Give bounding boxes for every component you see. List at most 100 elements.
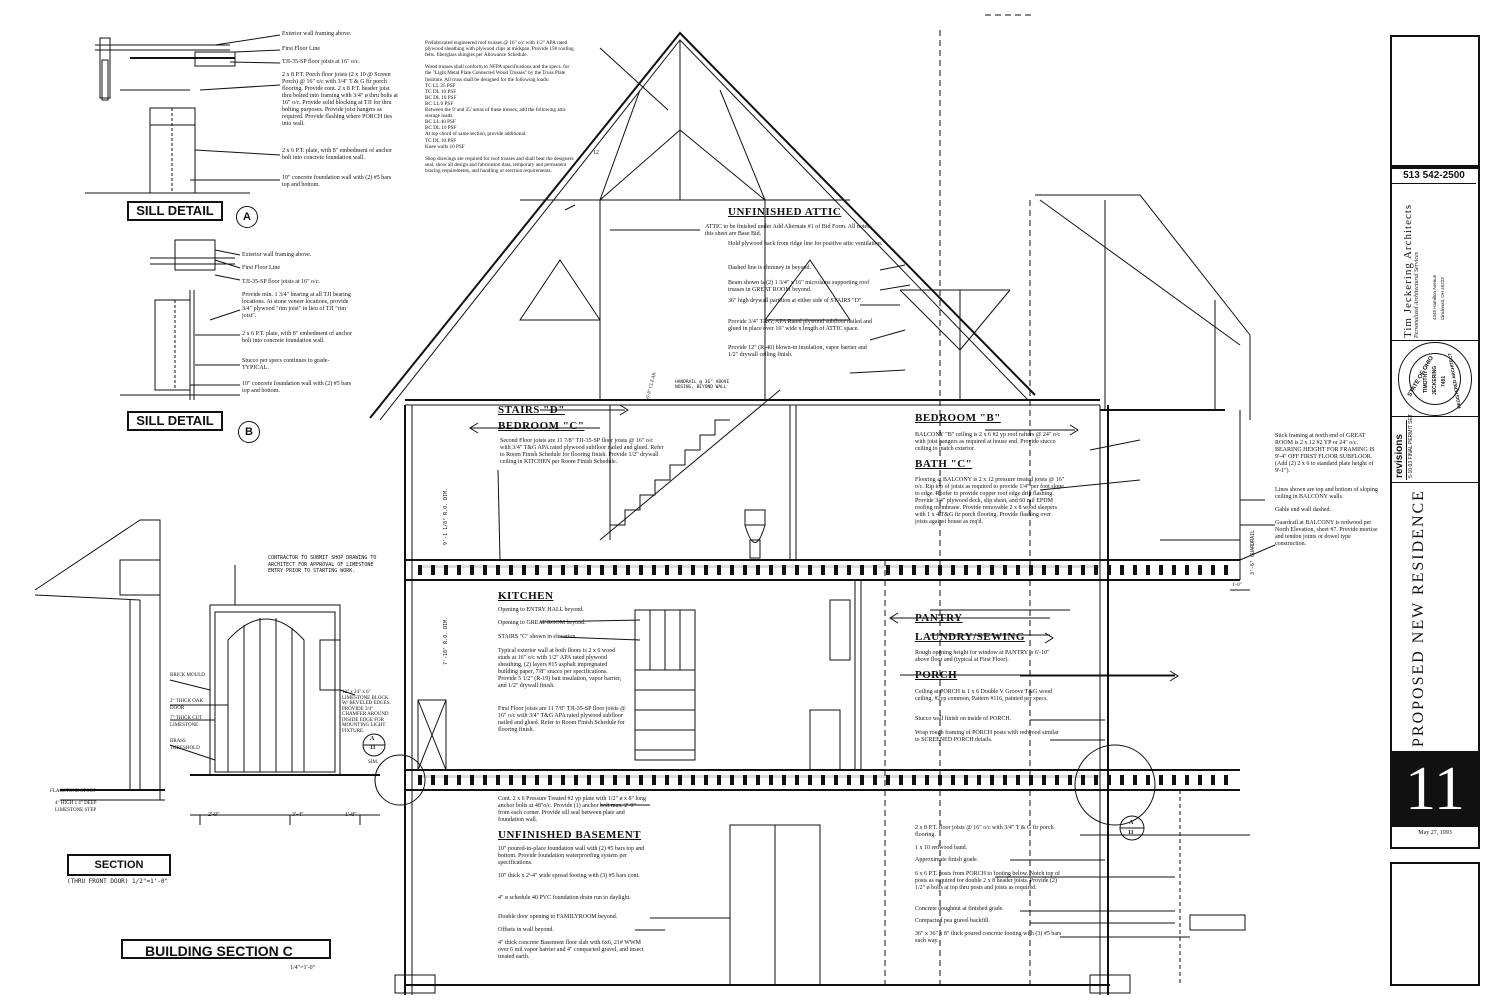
porch-note-2: Wrap rough framing of PORCH posts with r… [915,730,1059,743]
firm-address-2: Cincinnati, OH 45223 [1440,277,1445,320]
joist-mark [1185,775,1189,785]
basement-note-3: Double door opening to FAMILYROOM beyond… [498,914,618,920]
drawing-date: May 27, 1993 [1418,830,1452,836]
contractor-note: CONTRACTOR TO SUBMIT SHOP DRAWING TO ARC… [268,555,377,574]
bedroom-b-heading: BEDROOM "B" [915,412,1001,424]
door-tag-letter: A [370,736,375,742]
firm-address-1: 4349 Hamilton Avenue [1432,274,1437,320]
kitchen-note-3: Typical exterior wall at both floors is … [498,648,622,689]
unfinished-basement-heading: UNFINISHED BASEMENT [498,829,642,841]
joist-mark [535,775,539,785]
guardrail-height: 3'-6" GUARDRAIL [1250,529,1256,575]
joist-mark [483,565,487,575]
section-subtitle: (THRU FRONT DOOR) 1/2"=1'-0" [67,878,169,885]
joist-mark [691,775,695,785]
sill-b-note-6: 10" concrete foundation wall with (2) #5… [242,381,352,394]
joist-mark [1198,565,1202,575]
joist-mark [1029,775,1033,785]
joist-mark [951,775,955,785]
joist-mark [860,565,864,575]
joist-mark [1198,775,1202,785]
joist-mark [1081,565,1085,575]
title-block-bottom-box [1390,862,1480,986]
sloping-ceiling-note: Lines shown are top and bottom of slopin… [1275,487,1378,500]
sill-b-note-4: 2 x 6 P.T. plate, with 8" embedment of a… [242,331,352,344]
revision-item: 5-10-93 FINAL PERMIT SET [1408,414,1414,478]
joist-mark [1003,775,1007,785]
joist-mark [743,775,747,785]
joist-mark [1133,565,1137,575]
sill-a-note-1: First Floor Line [282,46,321,52]
seal-name-2: JECKERING [1432,365,1438,395]
joist-mark [574,565,578,575]
balcony-dim: 1'-0" [1232,583,1242,588]
main-section-drawing [369,14,1276,995]
sill-detail-a-title: SILL DETAIL [127,201,223,221]
joist-mark [1094,565,1098,575]
joist-mark [938,775,942,785]
kitchen-note-2: STAIRS "C" shown in elevation. [498,634,577,640]
joist-mark [912,565,916,575]
sill-detail-a-tag: A [236,206,258,228]
firm-subtitle: Personalized Architectural Services [1414,252,1420,338]
joist-mark [1146,565,1150,575]
joist-mark [509,775,513,785]
joist-mark [561,775,565,785]
joist-mark [509,565,513,575]
cut-limestone-label: 7" THICK CUT LIMESTONE [170,716,203,728]
joist-mark [873,775,877,785]
joist-mark [470,565,474,575]
joist-mark [886,775,890,785]
porch-found-note-6: 36" x 36" x 8" thick poured concrete foo… [915,931,1062,944]
first-floor-height: 7'-10" R.O. DIM. [443,616,449,665]
second-floor-height: 9'-1 1/8" R.O. DIM. [443,487,449,545]
porch-found-note-2: Approximate finish grade. [915,857,979,863]
joist-mark [1120,565,1124,575]
joist-mark [1172,565,1176,575]
joist-mark [808,565,812,575]
first-floor-joists [418,775,1228,785]
joist-mark [1224,775,1228,785]
joist-mark [1055,775,1059,785]
revision-line [1406,420,1407,480]
pantry-heading: PANTRY [915,612,963,624]
joist-mark [561,565,565,575]
porch-found-note-1: 1 x 10 redwood band. [915,845,968,851]
stairs-d-heading: STAIRS "D" [498,404,565,416]
project-divider [1392,482,1478,483]
joist-mark [847,565,851,575]
joist-mark [522,775,526,785]
joist-mark [899,775,903,785]
sill-detail-b-tag: B [238,421,260,443]
joist-mark [691,565,695,575]
joist-mark [873,565,877,575]
project-name: PROPOSED NEW RESIDENCE [1410,489,1427,747]
joist-mark [834,565,838,575]
joist-mark [1107,565,1111,575]
seal-divider [1392,340,1478,341]
joist-mark [704,565,708,575]
joist-mark [769,565,773,575]
joist-mark [418,775,422,785]
attic-note-4: 36" high drywall partition at either sid… [728,298,863,304]
joist-mark [1016,775,1020,785]
joist-mark [652,775,656,785]
joist-mark [977,775,981,785]
limestone-step-label: 4" HIGH x 4" DEEP LIMESTONE STEP [55,801,97,813]
firm-name: Tim Jeckering Architects [1402,203,1414,338]
joist-mark [1068,775,1072,785]
kitchen-note-4: First Floor joists are 11 7/8" TJI-35-SP… [498,706,626,733]
joist-mark [1107,775,1111,785]
basement-note-5: 4" thick concrete Basement floor slab wi… [498,940,644,960]
joist-mark [860,775,864,785]
joist-mark [795,565,799,575]
front-door-section-drawing [34,519,386,825]
porch-tag-number: 11 [1128,830,1134,836]
sill-a-note-3: 2 x 8 P.T. Porch floor joists (2 x 10 @ … [282,72,398,127]
joist-mark [821,565,825,575]
joist-mark [496,565,500,575]
building-section-title: BUILDING SECTION C [121,939,331,959]
limestone-block-label: 12" x 24" x 6" LIMESTONE BLOCK W/ BEVELE… [342,690,391,734]
building-section-scale: 1/4"=1'-0" [290,965,316,971]
